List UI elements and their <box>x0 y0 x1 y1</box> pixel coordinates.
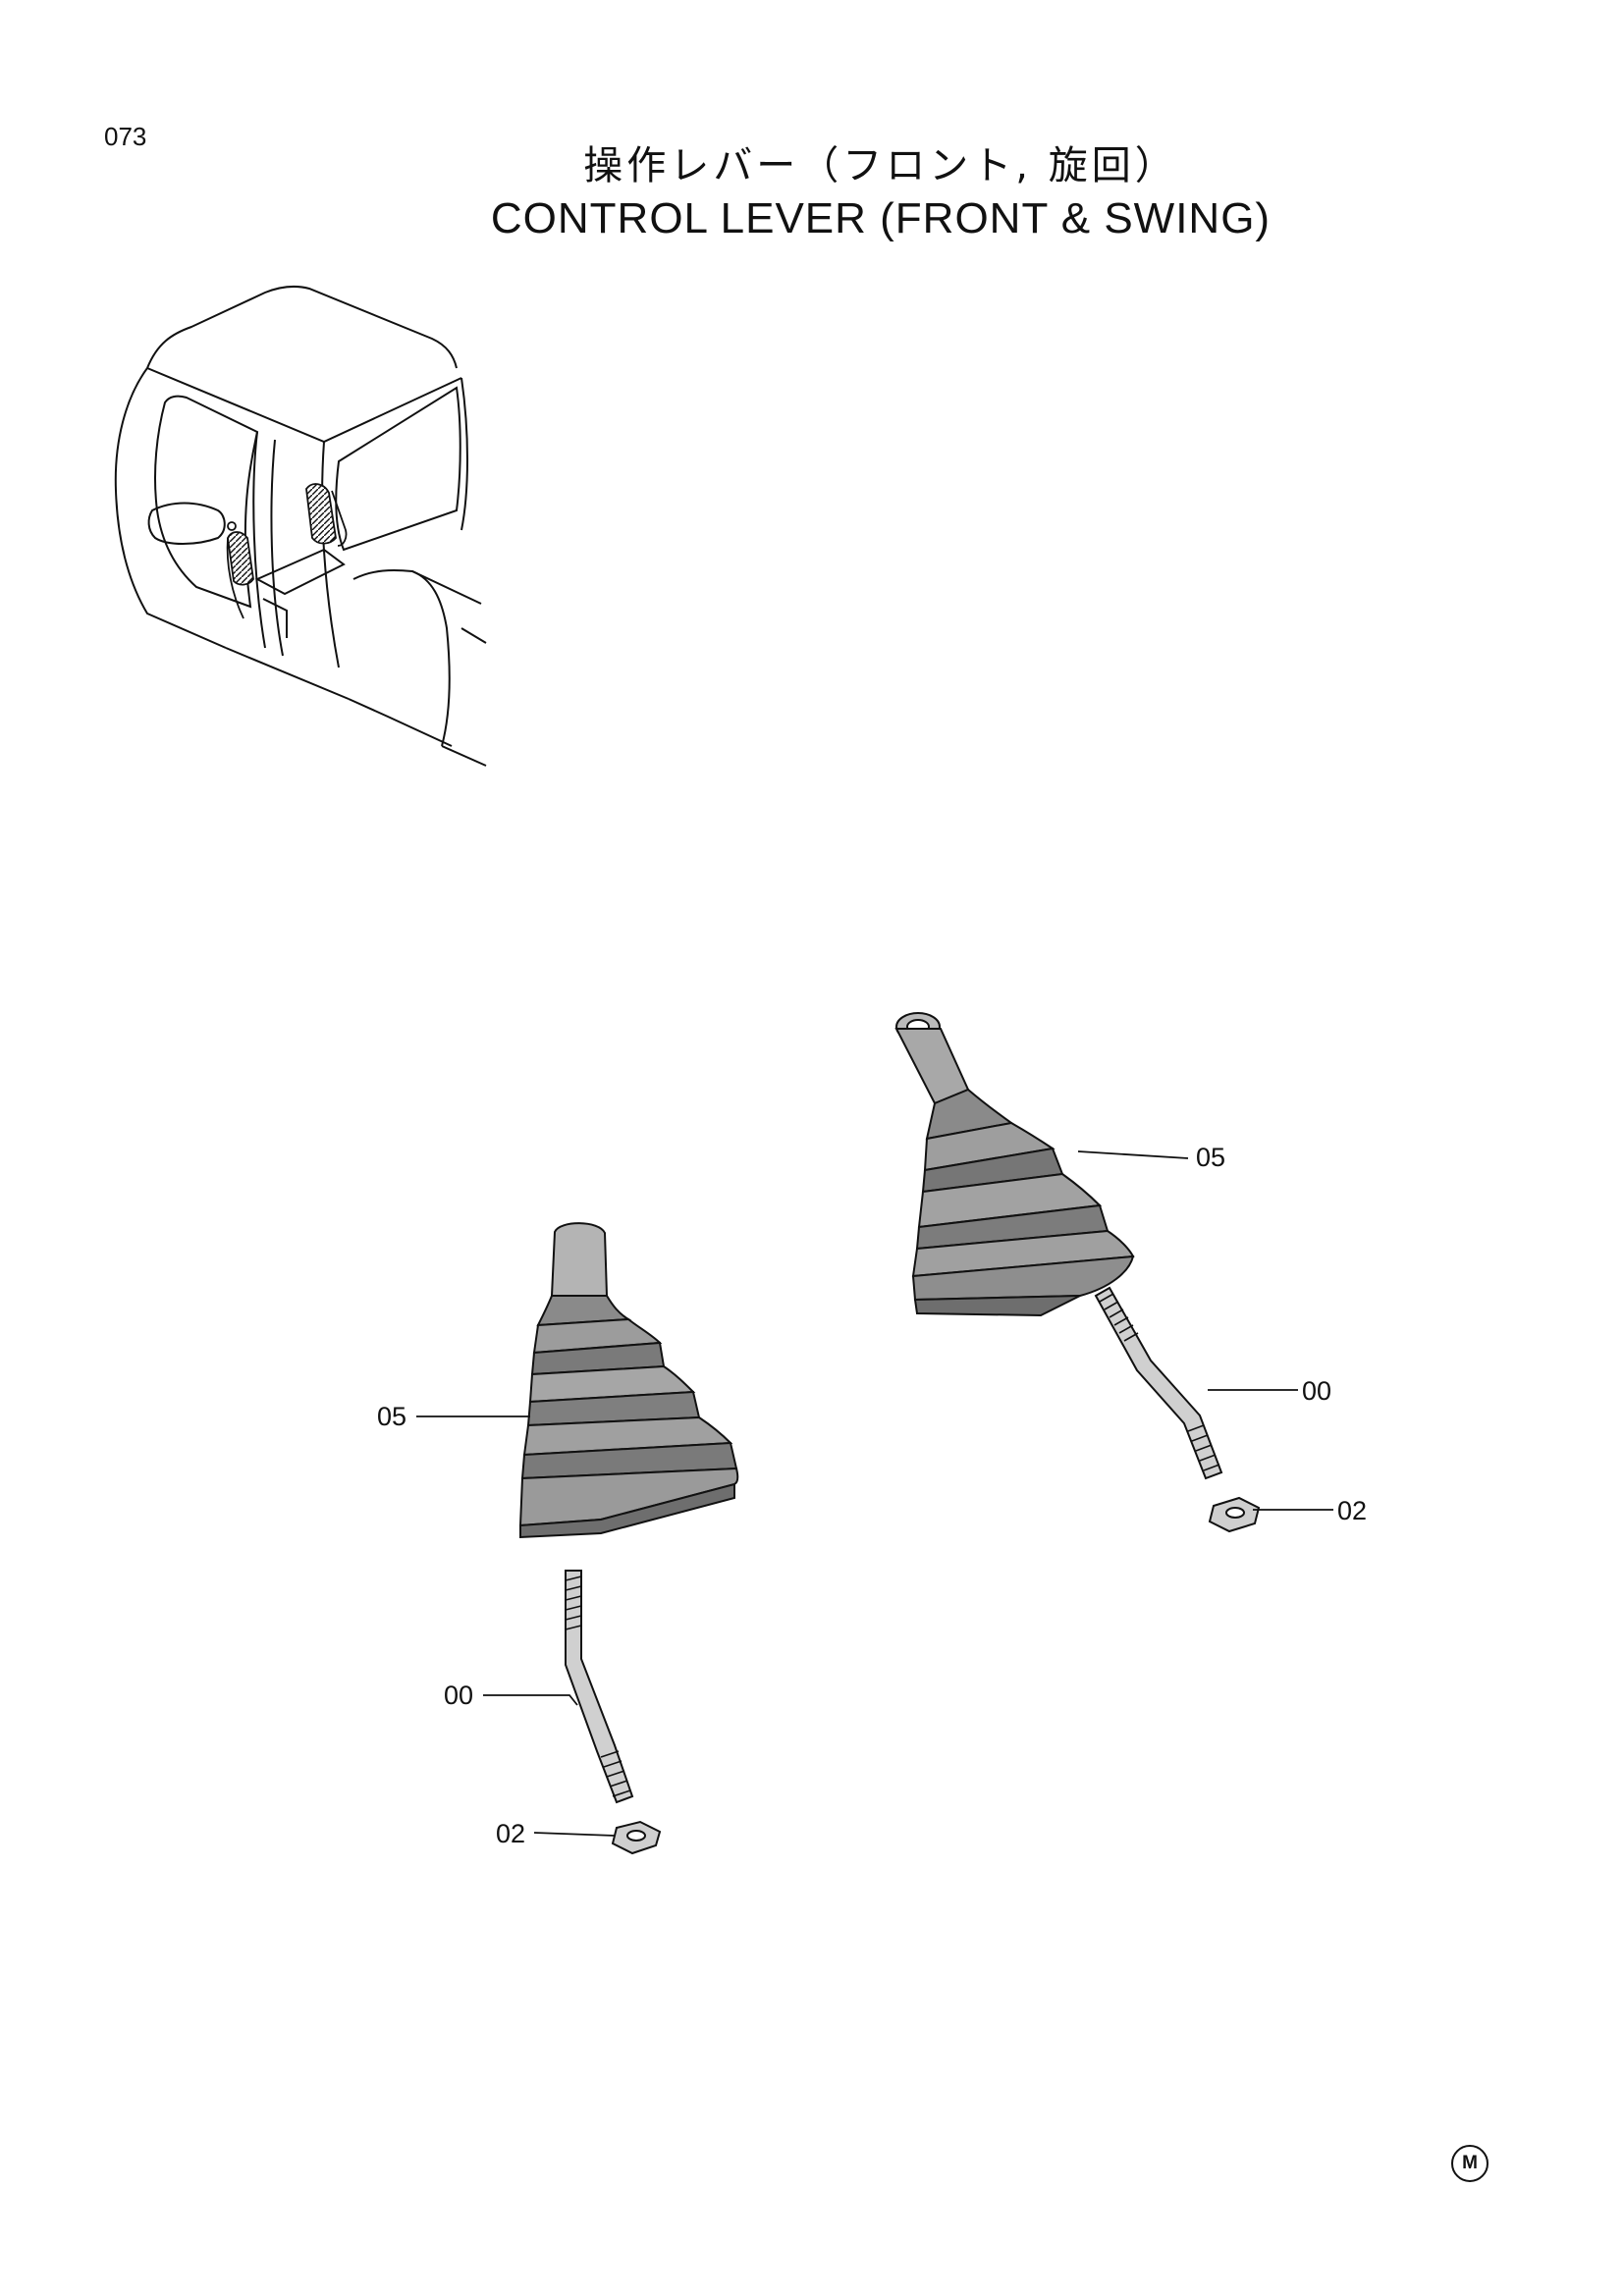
callout-left-boot: 05 <box>377 1402 407 1431</box>
left-boot <box>518 1222 739 1539</box>
m-mark: M <box>1451 2145 1489 2182</box>
callout-right-boot: 05 <box>1196 1143 1226 1172</box>
title-english: CONTROL LEVER (FRONT & SWING) <box>490 194 1272 242</box>
right-nut <box>1208 1496 1261 1533</box>
callout-right-nut: 02 <box>1337 1496 1368 1525</box>
page-number: 073 <box>104 122 147 151</box>
callout-right-lever: 00 <box>1302 1376 1332 1406</box>
callout-left-lever: 00 <box>444 1681 474 1710</box>
leader-lines <box>416 1150 1333 1837</box>
title-block: 操作レバー（フロント, 旋回） CONTROL LEVER (FRONT & S… <box>0 133 1624 243</box>
cab-lever-right <box>227 483 348 547</box>
left-lever <box>565 1570 634 1804</box>
cab-lever-left <box>226 531 254 619</box>
right-lever <box>1094 1286 1223 1480</box>
title-japanese: 操作レバー（フロント, 旋回） <box>583 143 1178 188</box>
cab-illustration <box>114 285 487 767</box>
right-boot <box>894 1012 1135 1317</box>
callout-left-nut: 02 <box>496 1819 526 1848</box>
left-nut <box>611 1820 662 1855</box>
